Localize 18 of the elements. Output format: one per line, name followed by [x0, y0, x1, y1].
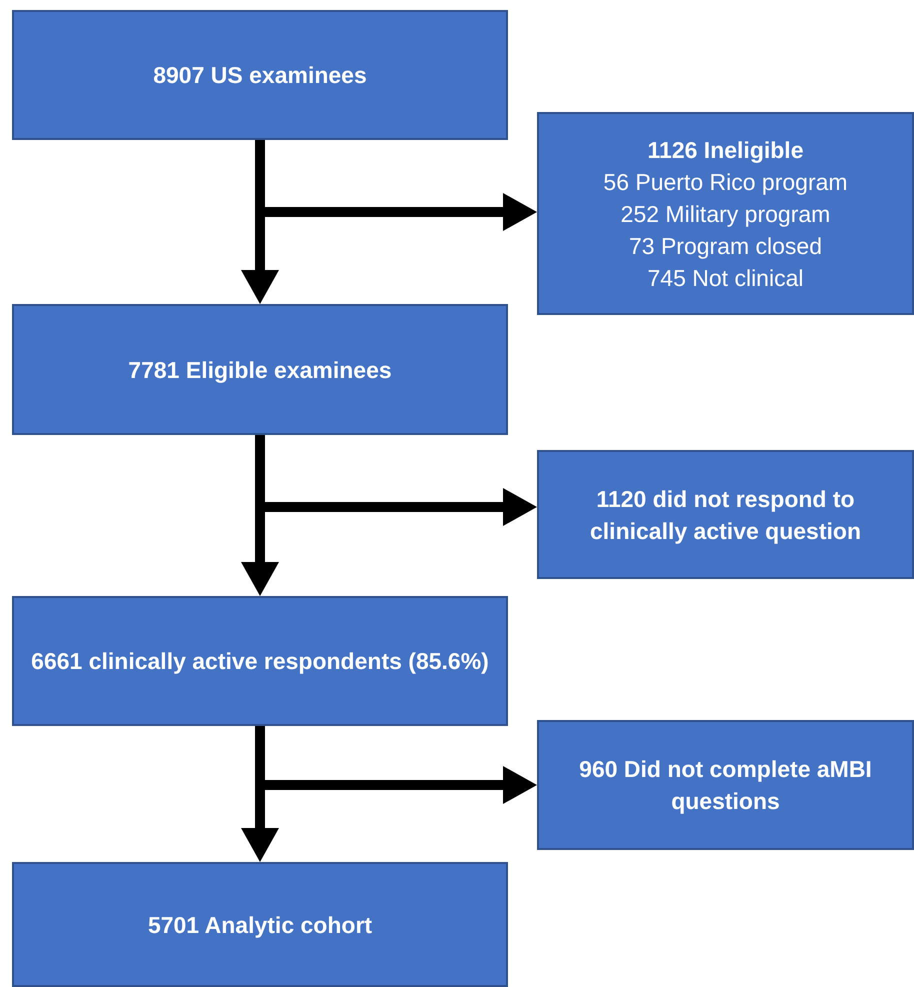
box-text: 5701 Analytic cohort [148, 910, 372, 940]
box-text: 8907 US examinees [153, 61, 367, 90]
process-box [537, 450, 914, 579]
box-text: 1126 Ineligible [648, 136, 804, 165]
process-box [537, 720, 914, 850]
box-text: 960 Did not complete aMBI questions [578, 755, 873, 816]
process-box [537, 112, 914, 315]
box-text: 1120 did not respond to clinically active question [589, 484, 862, 546]
process-box [12, 596, 508, 726]
box-text: 745 Not clinical [648, 264, 804, 292]
box-text: 7781 Eligible examinees [128, 356, 392, 385]
box-text: 6661 clinically active respondents (85.6%) [31, 647, 489, 676]
process-box [12, 10, 508, 140]
process-box [12, 304, 508, 435]
box-text: 73 Program closed [628, 232, 822, 261]
box-text: 56 Puerto Rico program [603, 168, 848, 197]
process-box [12, 862, 508, 987]
box-text: 252 Military program [620, 200, 830, 229]
